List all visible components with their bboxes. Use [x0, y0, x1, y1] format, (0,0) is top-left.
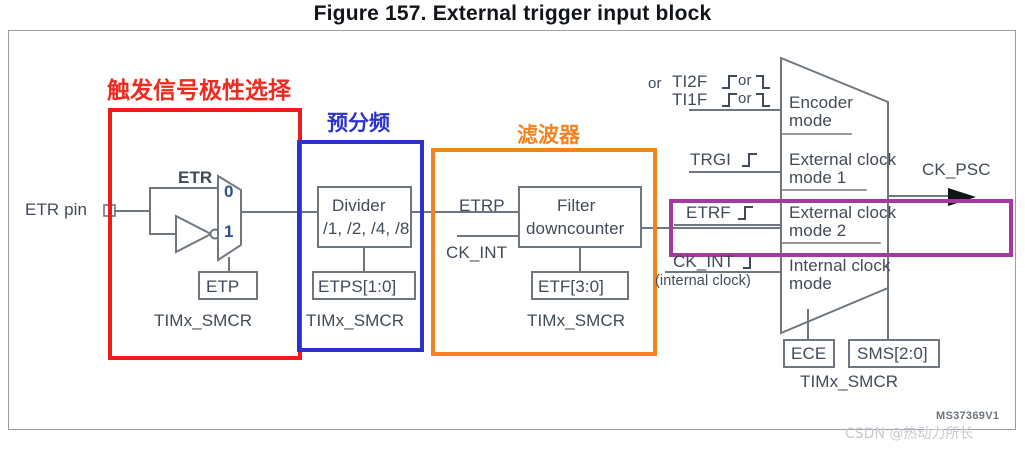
internal-clock-note-label: (internal clock) — [655, 273, 751, 289]
mux-input-1-label: 1 — [224, 222, 234, 241]
annotation-prescaler-label: 预分频 — [327, 111, 390, 135]
filter-highlight-box — [431, 148, 657, 356]
external-clock-mode1-label-line1: External clock — [789, 150, 897, 169]
etrf-input-label: ETRF — [686, 203, 731, 222]
or-separator-label-2: or — [738, 90, 752, 107]
etf-bits-label: ETF[3:0] — [538, 277, 604, 296]
annotation-polarity-label: 触发信号极性选择 — [107, 78, 291, 104]
register-label-prescaler: TIMx_SMCR — [306, 311, 405, 330]
divider-ratios-label: /1, /2, /4, /8 — [323, 219, 410, 238]
filter-downcounter-label: downcounter — [526, 219, 625, 238]
filter-block-label: Filter — [557, 196, 596, 215]
sms-bits-label: SMS[2:0] — [857, 344, 928, 363]
etrp-signal-label: ETRP — [459, 196, 505, 215]
ece-bit-label: ECE — [791, 344, 827, 363]
ck-int-signal-label: CK_INT — [446, 243, 508, 262]
encoder-mode-label-line2: mode — [789, 111, 832, 130]
etp-bit-label: ETP — [206, 277, 240, 296]
external-clock-mode2-highlight-box — [669, 199, 1013, 257]
figure-title: Figure 157. External trigger input block — [313, 2, 712, 25]
ck-psc-output-label: CK_PSC — [922, 160, 991, 179]
or-prefix-label: or — [648, 75, 662, 92]
register-label-mode-mux: TIMx_SMCR — [800, 372, 899, 391]
mux-input-0-label: 0 — [224, 182, 234, 201]
register-label-polarity: TIMx_SMCR — [154, 311, 253, 330]
ti2f-input-label: TI2F — [672, 72, 708, 91]
or-separator-label-1: or — [738, 72, 752, 89]
annotation-filter-label: 滤波器 — [517, 123, 580, 147]
etr-signal-label: ETR — [178, 168, 213, 187]
divider-block-label: Divider — [332, 196, 386, 215]
external-clock-mode1-label-line2: mode 1 — [789, 168, 847, 187]
internal-clock-mode-label-line2: mode — [789, 274, 832, 293]
register-label-filter: TIMx_SMCR — [527, 311, 626, 330]
etps-bits-label: ETPS[1:0] — [318, 277, 397, 296]
etr-pin-label: ETR pin — [25, 200, 88, 219]
csdn-watermark: CSDN @热动力所长 — [845, 426, 974, 442]
trgi-input-label: TRGI — [690, 150, 732, 169]
prescaler-highlight-box — [297, 140, 424, 352]
internal-clock-mode-label-line1: Internal clock — [789, 256, 891, 275]
external-clock-mode2-label-line1: External clock — [789, 203, 897, 222]
ck-int-mux-input-label: CK_INT — [673, 252, 735, 271]
figure-id-label: MS37369V1 — [936, 410, 1000, 422]
encoder-mode-label-line1: Encoder — [789, 93, 854, 112]
external-clock-mode2-label-line2: mode 2 — [789, 221, 847, 240]
ti1f-input-label: TI1F — [672, 90, 708, 109]
